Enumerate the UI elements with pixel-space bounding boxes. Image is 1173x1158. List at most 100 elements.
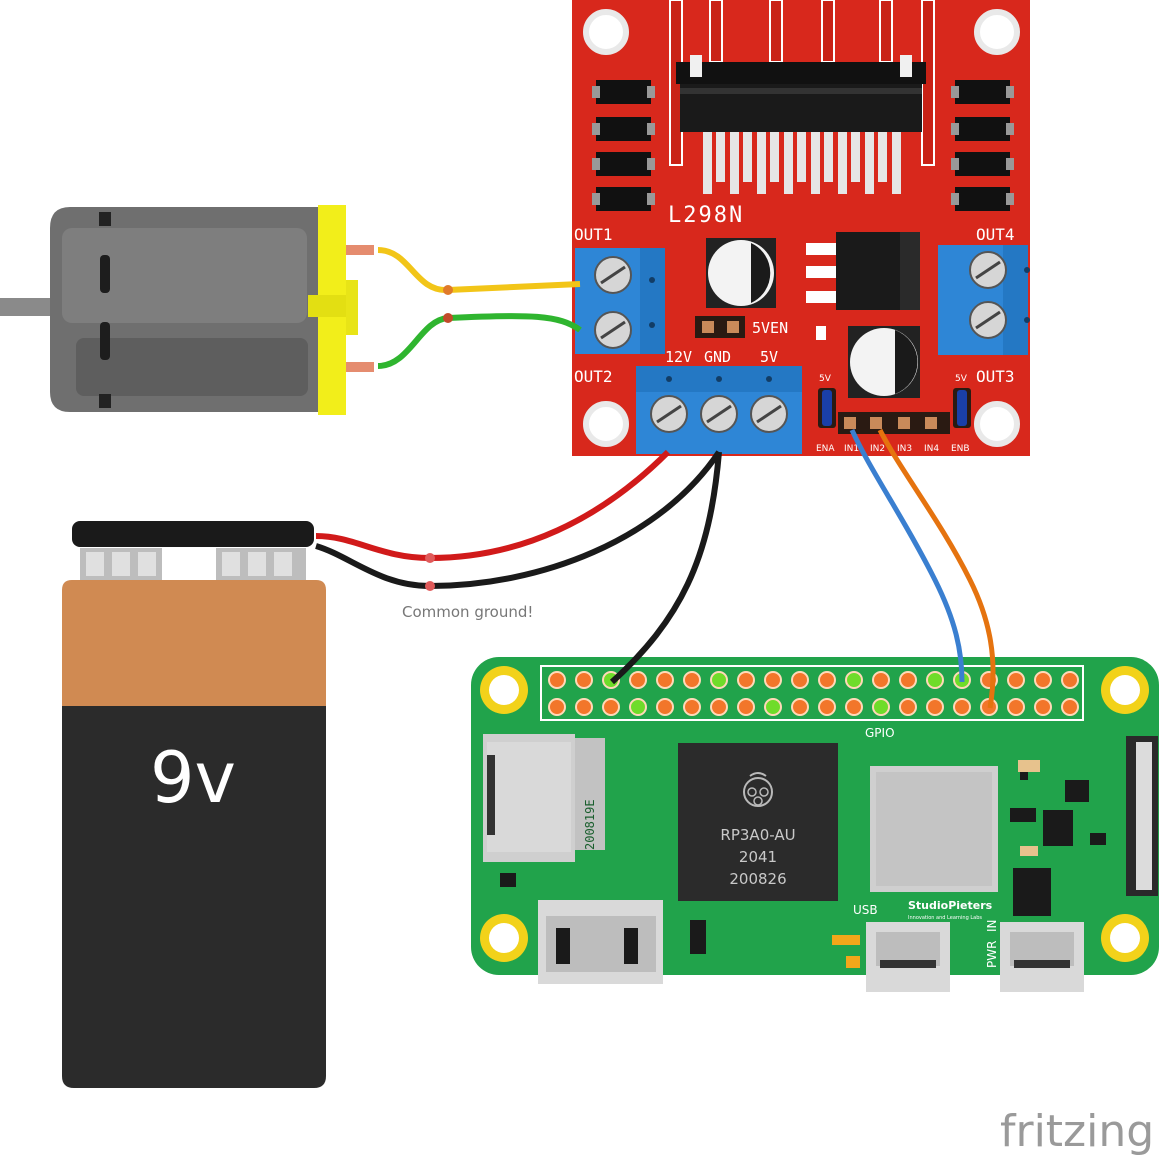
terminal-block-out3-out4 [938, 245, 1030, 355]
control-header [838, 412, 950, 434]
gpio-pin [656, 671, 674, 689]
raspberry-logo-icon [743, 777, 773, 807]
wire-joint [443, 313, 453, 323]
capacitor [848, 326, 920, 398]
gpio-pin [1034, 698, 1052, 716]
gpio-pin [656, 698, 674, 716]
label-out2: OUT2 [574, 367, 613, 386]
diodes-left [592, 80, 655, 211]
gpio-pin [710, 698, 728, 716]
pin-label-in4: IN4 [924, 444, 939, 454]
raspberry-pi-zero: GPIO 200819E RP3A0-AU 2041 200826 [471, 657, 1159, 992]
pin-label-in1: IN1 [844, 444, 859, 454]
gpio-pin [710, 671, 728, 689]
gpio-pin [1007, 698, 1025, 716]
pin-label-ena: ENA [816, 444, 835, 454]
sd-card-slot [483, 734, 605, 862]
gpio-pin [845, 671, 863, 689]
pin-label-in3: IN3 [897, 444, 912, 454]
gpio-pin [1061, 698, 1079, 716]
gpio-pin [953, 698, 971, 716]
mount-hole [974, 9, 1020, 55]
heatsink [669, 0, 935, 166]
gpio-pin [1034, 671, 1052, 689]
gpio-pin [737, 698, 755, 716]
pin-label-enb: ENB [951, 444, 970, 454]
label-12v: 12V [665, 348, 692, 366]
wires [315, 247, 996, 709]
gpio-pin [872, 698, 890, 716]
gpio-pin [818, 698, 836, 716]
battery-top [62, 580, 326, 706]
jumper-label: 5VEN [752, 319, 788, 337]
wire-joint [425, 581, 435, 591]
diodes-right [951, 80, 1014, 211]
smd-led [816, 326, 826, 340]
micro-usb-port [866, 922, 950, 992]
gpio-pin [791, 671, 809, 689]
wire-in1 [849, 428, 965, 683]
battery-label: 9v [150, 737, 236, 819]
chip-leads [703, 132, 901, 194]
gpio-header [548, 671, 1079, 716]
terminal-block-power [636, 366, 802, 454]
soc-chip [678, 743, 838, 901]
label-gnd: GND [704, 348, 731, 366]
gpio-pin [764, 698, 782, 716]
micro-usb-power-port [1000, 922, 1084, 992]
gpio-pin [629, 671, 647, 689]
mount-hole [583, 9, 629, 55]
wire-pi-ground [609, 451, 722, 685]
battery-snap [72, 521, 314, 547]
motor-terminal [346, 362, 374, 372]
gpio-pin [764, 671, 782, 689]
sd-text: 200819E [583, 799, 597, 850]
mount-hole [583, 401, 629, 447]
chip-label: L298N [668, 203, 744, 228]
mini-hdmi-port [538, 900, 663, 984]
label-out3: OUT3 [976, 367, 1015, 386]
gpio-header-outline [540, 665, 1084, 721]
gpio-pin [548, 671, 566, 689]
label-5v: 5V [760, 348, 778, 366]
mount-hole [974, 401, 1020, 447]
pin-label-in2: IN2 [870, 444, 885, 454]
fritzing-watermark: fritzing [1000, 1106, 1154, 1157]
smd-components [500, 770, 1106, 954]
terminal-block-out1-out2 [575, 248, 665, 354]
motor-shaft [0, 298, 55, 316]
gpio-pin [872, 671, 890, 689]
gpio-pin [602, 698, 620, 716]
in-label: IN [985, 919, 999, 932]
gpio-pin [845, 698, 863, 716]
gpio-pin [818, 671, 836, 689]
enb-jumper-label: 5V [955, 374, 968, 384]
wire-motor-out2 [377, 313, 582, 369]
battery-9v: 9v [62, 521, 326, 1088]
jumper-5ven: 5VEN [695, 316, 788, 338]
gpio-pin [926, 698, 944, 716]
gpio-pin [575, 671, 593, 689]
soc-line-3: 200826 [729, 870, 786, 888]
soc-line-2: 2041 [739, 848, 777, 866]
label-out1: OUT1 [574, 225, 613, 244]
gpio-pin [1007, 671, 1025, 689]
l298n-driver-board: L298N 5VEN OUT1 OU [572, 0, 1030, 456]
brand-sub-label: Innovation and Learning Labs [908, 915, 982, 921]
wire-joint [425, 553, 435, 563]
capacitor [706, 238, 776, 308]
motor-terminal [346, 245, 374, 255]
gpio-pin [791, 698, 809, 716]
ena-jumper-label: 5V [819, 374, 832, 384]
annotation-common-ground: Common ground! [402, 603, 533, 621]
wire-battery-ground [315, 450, 722, 590]
gpio-pin [683, 671, 701, 689]
wire-motor-out1 [377, 247, 581, 294]
wire-in2 [877, 428, 996, 709]
gpio-pin [575, 698, 593, 716]
gpio-pin [899, 671, 917, 689]
soc-line-1: RP3A0-AU [720, 826, 795, 844]
gpio-pin [1061, 671, 1079, 689]
wire-battery-positive [315, 449, 671, 562]
